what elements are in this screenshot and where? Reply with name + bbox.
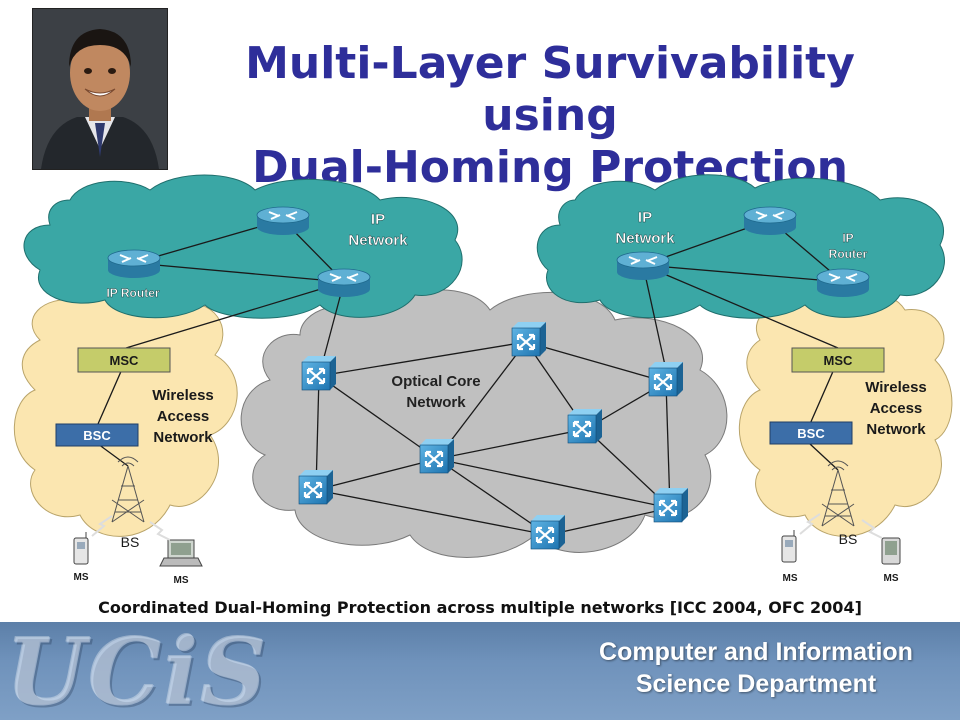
optical-switch-6 [297,468,335,506]
optical-switch-7 [652,486,690,524]
left-ip-label-2: Network [348,232,408,249]
optical-core-cloud [240,289,728,558]
right-msc-box [791,347,885,373]
left-ms-laptop-icon [159,539,203,567]
right-ms2-label: MS [884,573,899,584]
department-name-line-1: Computer and Information [599,638,913,666]
right-bsc-label: BSC [797,426,825,441]
right-ip-router-label-2: Router [829,247,868,261]
left-bsc-label: BSC [83,428,111,443]
right-bs-label: BS [839,531,858,547]
left-ip-label-1: IP [371,211,385,228]
right-bsc-box [769,421,853,445]
left-ms1-signal-icon [91,515,113,537]
right-msc-label: MSC [824,353,854,368]
right-ms2-signal-icon [861,519,883,539]
left-ip-router-1 [107,249,161,279]
right-ms-phone-icon [781,530,797,563]
right-wireless-label-2: Access [870,400,923,417]
title-line-1: Multi-Layer Survivability using [245,38,855,141]
right-ip-cloud [536,174,945,319]
right-ms1-label: MS [783,573,798,584]
right-ip-label-2: Network [615,230,675,247]
core-label-1: Optical Core [391,373,480,390]
optical-switch-4 [566,407,604,445]
right-ip-router-2 [743,206,797,236]
left-msc-box [77,347,171,373]
left-bs-tower-icon [111,456,145,523]
left-wireless-label-2: Access [157,408,210,425]
core-label-2: Network [406,394,466,411]
left-wireless-label-3: Network [153,429,213,446]
optical-switch-5 [418,437,456,475]
right-ms-pda-icon [881,537,901,565]
department-logo: UCiS [6,622,269,720]
optical-switch-2 [510,320,548,358]
presenter-photo [32,8,168,170]
footer-banner: UCiS Computer and Information Science De… [0,622,960,720]
left-ms1-label: MS [74,572,89,583]
left-bs-label: BS [121,534,140,550]
left-ip-router-2 [256,206,310,236]
right-ip-router-label-1: IP [842,231,853,245]
diagram-caption: Coordinated Dual-Homing Protection acros… [98,598,862,617]
right-ip-label-1: IP [638,209,652,226]
right-bs-tower-icon [821,460,855,527]
right-ms1-signal-icon [799,513,821,535]
left-ms2-signal-icon [149,521,171,541]
left-ms2-label: MS [174,575,189,586]
right-wireless-label-1: Wireless [865,379,927,396]
network-diagram: IP Network IP Router IP Network IP Route… [13,174,953,586]
optical-switch-3 [647,360,685,398]
left-ms-phone-icon [73,532,89,565]
left-wireless-label-1: Wireless [152,387,214,404]
optical-switch-8 [529,513,567,551]
optical-switch-1 [300,354,338,392]
right-wireless-label-3: Network [866,421,926,438]
left-ip-router-label: IP Router [106,286,159,300]
right-ip-router-3 [816,268,870,298]
left-bsc-box [55,423,139,447]
left-ip-router-3 [317,268,371,298]
department-name: Computer and Information Science Departm… [576,636,936,700]
left-msc-label: MSC [110,353,140,368]
right-ip-router-1 [616,251,670,281]
department-name-line-2: Science Department [635,670,877,698]
